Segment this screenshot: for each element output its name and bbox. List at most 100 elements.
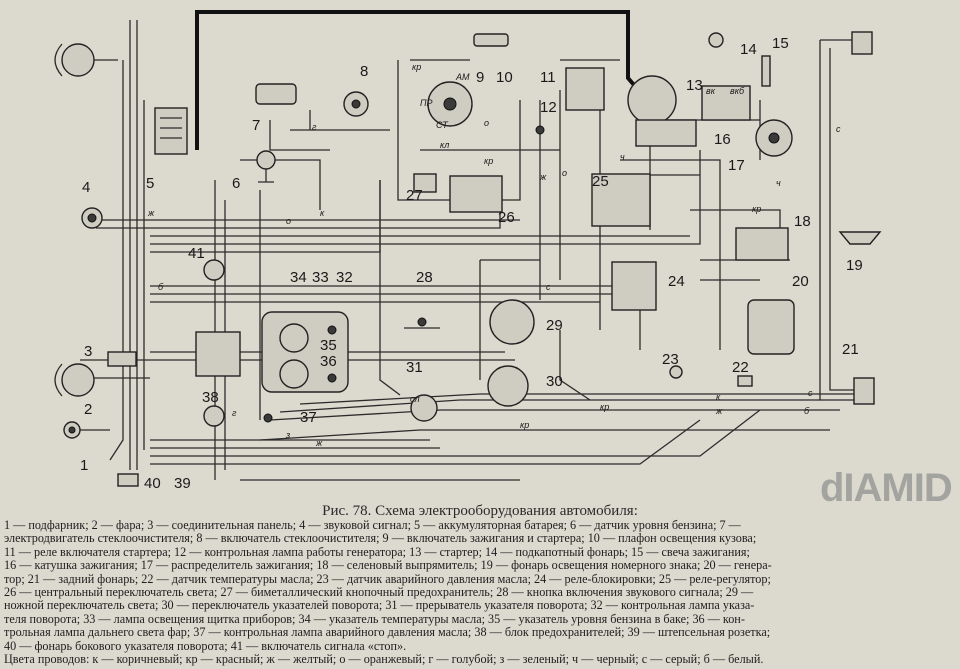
- device-oil-temp-sensor: [737, 375, 753, 387]
- num-8: 8: [360, 63, 368, 80]
- wire-mark: ч: [620, 152, 625, 162]
- device-oil-pressure-lamp: [263, 413, 273, 423]
- device-fuse-block: [195, 331, 241, 377]
- num-24: 24: [668, 273, 685, 290]
- num-1: 1: [80, 457, 88, 474]
- figure-legend: 1 — подфарник; 2 — фара; 3 — соединитель…: [4, 519, 958, 666]
- num-26: 26: [498, 209, 515, 226]
- legend-line: трольная лампа дальнего света фар; 37 — …: [4, 626, 771, 640]
- device-generator: [747, 299, 795, 355]
- wire-mark: АМ: [455, 72, 470, 82]
- wire-mark: ПР: [420, 98, 433, 108]
- num-39: 39: [174, 475, 191, 492]
- num-7: 7: [252, 117, 260, 134]
- num-25: 25: [592, 173, 609, 190]
- wire-mark: б: [158, 282, 164, 292]
- device-underhood-lamp: [708, 32, 724, 48]
- num-4: 4: [82, 179, 90, 196]
- num-13: 13: [686, 77, 703, 94]
- figure-caption: Рис. 78. Схема электрооборудования автом…: [322, 503, 638, 519]
- num-10: 10: [496, 69, 513, 86]
- device-headlight-top: [54, 43, 95, 77]
- num-2: 2: [84, 401, 92, 418]
- device-horn: [81, 207, 103, 229]
- wire-mark: вкб: [730, 86, 745, 96]
- device-regulator: [591, 173, 651, 227]
- device-ignition-switch: [427, 81, 473, 127]
- device-socket: [203, 405, 225, 427]
- num-30: 30: [546, 373, 563, 390]
- wire-mark: б: [804, 406, 810, 416]
- device-plate-lamp: [838, 231, 882, 245]
- wire-mark: ч: [776, 178, 781, 188]
- device-light-switch: [449, 175, 503, 213]
- watermark-logo: dIAMID: [820, 466, 953, 510]
- num-36: 36: [320, 353, 337, 370]
- wire-mark: с: [808, 388, 813, 398]
- num-20: 20: [792, 273, 809, 290]
- wire-mark: ж: [315, 438, 323, 448]
- device-ignition-coil: [701, 85, 751, 121]
- legend-line: 11 — реле включателя стартера; 12 — конт…: [4, 545, 750, 559]
- num-5: 5: [146, 175, 154, 192]
- device-lock-relay: [611, 261, 657, 311]
- wire-mark: кр: [520, 420, 529, 430]
- wire-mark: СТ: [436, 120, 449, 130]
- legend-line: теля поворота; 33 — лампа освещения щитк…: [4, 612, 745, 626]
- num-41: 41: [188, 245, 205, 262]
- wire-mark: г: [232, 408, 237, 418]
- wire-color-marks: кр кр кр кр кр к к ж ж ж ж о о о г г з ч…: [147, 62, 841, 448]
- wire-mark: о: [286, 216, 291, 226]
- legend-line: электродвигатель стеклоочистителя; 8 — в…: [4, 532, 757, 546]
- num-3: 3: [84, 343, 92, 360]
- num-37: 37: [300, 409, 317, 426]
- device-generator-lamp: [535, 125, 545, 135]
- legend-line: 40 — фонарь бокового указателя поворота;…: [4, 639, 407, 653]
- device-connector-panel: [107, 351, 137, 367]
- wire-mark: кр: [412, 62, 421, 72]
- wire-mark: кр: [484, 156, 493, 166]
- device-headlight-bottom: [54, 363, 95, 397]
- device-starter-relay: [565, 67, 605, 111]
- device-fuel-sensor: [256, 150, 276, 183]
- wiring-diagram: 1 2 3 4 5 6 7 8 9 10 11 12 13 14 15 16 1…: [54, 10, 882, 492]
- device-battery: [154, 107, 188, 155]
- wire-mark: о: [562, 168, 567, 178]
- num-21: 21: [842, 341, 859, 358]
- device-rear-lamp-bottom: [853, 377, 875, 405]
- wire-harness: [70, 20, 860, 481]
- wire-mark: г: [312, 122, 317, 132]
- wire-mark: о: [484, 118, 489, 128]
- num-32: 32: [336, 269, 353, 286]
- device-wiper-motor: [255, 83, 297, 105]
- num-33: 33: [312, 269, 329, 286]
- device-turn-breaker: [410, 394, 438, 422]
- legend-line: 16 — катушка зажигания; 17 — распределит…: [4, 559, 772, 573]
- wire-mark: ж: [147, 208, 155, 218]
- wire-colors-line: Цвета проводов: к — коричневый; кр — кра…: [4, 653, 764, 667]
- device-rectifier: [735, 227, 789, 261]
- num-9: 9: [476, 69, 484, 86]
- num-35: 35: [320, 337, 337, 354]
- num-17: 17: [728, 157, 745, 174]
- wire-mark: вк: [706, 86, 716, 96]
- device-sidelight: [63, 421, 81, 439]
- device-wiper-switch: [343, 91, 369, 117]
- device-starter: [627, 75, 697, 147]
- device-rear-lamp-top: [851, 31, 873, 55]
- device-fuse-button: [413, 173, 437, 193]
- device-horn-button: [404, 317, 440, 329]
- num-12: 12: [540, 99, 557, 116]
- num-22: 22: [732, 359, 749, 376]
- wire-mark: кл: [440, 140, 449, 150]
- num-29: 29: [546, 317, 563, 334]
- wire-mark: с: [836, 124, 841, 134]
- device-distributor: [755, 119, 793, 157]
- num-28: 28: [416, 269, 433, 286]
- legend-line: тор; 21 — задний фонарь; 22 — датчик тем…: [4, 572, 771, 586]
- num-40: 40: [144, 475, 161, 492]
- num-31: 31: [406, 359, 423, 376]
- wire-mark: ж: [539, 172, 547, 182]
- num-23: 23: [662, 351, 679, 368]
